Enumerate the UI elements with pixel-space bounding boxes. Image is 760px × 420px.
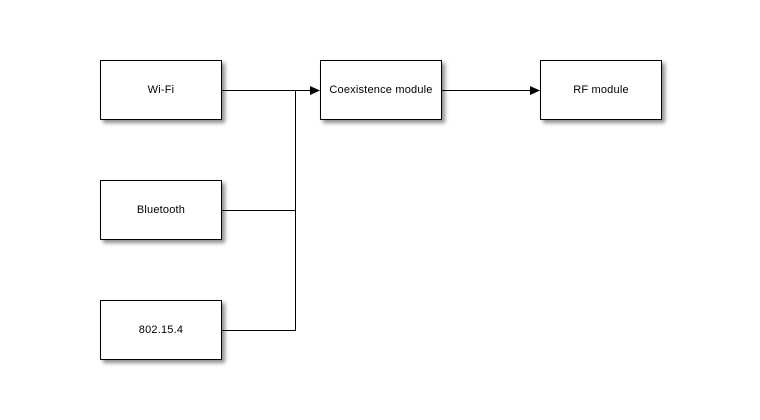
arrowhead-coexistence-in	[310, 86, 320, 95]
node-rf-module-label: RF module	[573, 84, 629, 96]
node-bluetooth[interactable]: Bluetooth	[100, 180, 222, 240]
arrowhead-rf-in	[530, 86, 540, 95]
node-bluetooth-label: Bluetooth	[136, 204, 186, 216]
node-wifi-label: Wi-Fi	[147, 84, 175, 96]
node-rf-module[interactable]: RF module	[540, 60, 662, 120]
node-802-15-4-label: 802.15.4	[138, 324, 184, 336]
node-coexistence-module[interactable]: Coexistence module	[320, 60, 442, 120]
node-802-15-4[interactable]: 802.15.4	[100, 300, 222, 360]
node-wifi[interactable]: Wi-Fi	[100, 60, 222, 120]
node-coexistence-module-label: Coexistence module	[329, 84, 433, 96]
